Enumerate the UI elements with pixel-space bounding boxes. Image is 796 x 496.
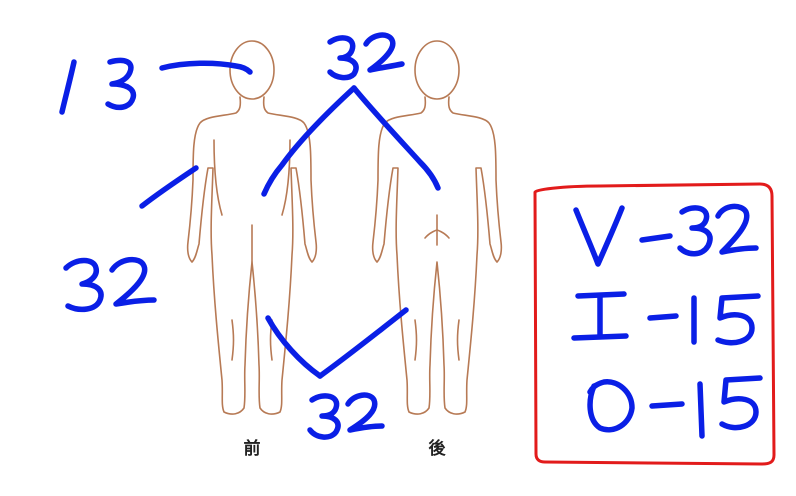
summary-line-o bbox=[587, 375, 763, 439]
legs-annotation bbox=[265, 307, 409, 440]
front-body-outline bbox=[186, 40, 318, 415]
head-annotation bbox=[59, 57, 253, 115]
back-body-outline bbox=[371, 40, 503, 415]
summary-box bbox=[533, 182, 776, 466]
front-label: 前 bbox=[244, 438, 261, 459]
arm-annotation bbox=[63, 165, 199, 313]
back-label: 後 bbox=[429, 438, 447, 459]
trunk-annotation bbox=[261, 32, 441, 197]
summary-line-i bbox=[571, 291, 761, 346]
summary-box-border bbox=[533, 182, 776, 466]
summary-line-v bbox=[573, 203, 759, 267]
